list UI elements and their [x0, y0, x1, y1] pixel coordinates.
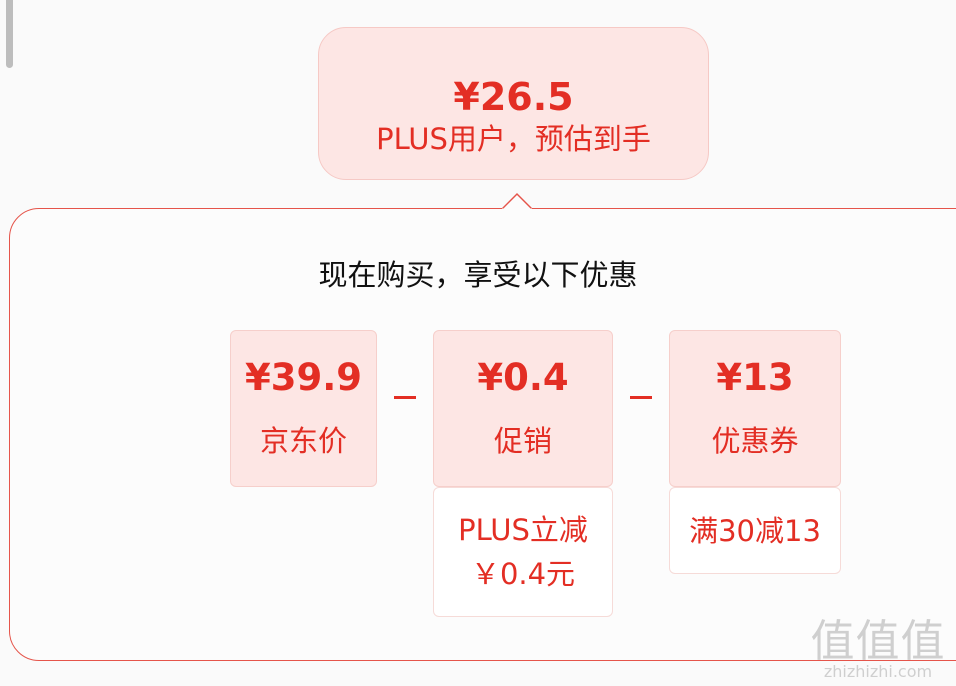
- minus-sign: [394, 396, 416, 399]
- estimated-price-label: PLUS用户，预估到手: [376, 122, 651, 156]
- jd-price-card: ¥39.9 京东价: [230, 330, 377, 487]
- coupon-card: ¥13 优惠券: [669, 330, 841, 487]
- scrollbar[interactable]: [6, 0, 13, 68]
- promo-detail-line1: PLUS立减: [458, 513, 588, 547]
- coupon-label: 优惠券: [711, 424, 799, 458]
- minus-sign: [630, 396, 652, 399]
- jd-price-amount: ¥39.9: [244, 356, 363, 399]
- panel-title: 现在购买，享受以下优惠: [318, 258, 638, 292]
- promo-detail: PLUS立减 ￥0.4元: [433, 487, 613, 617]
- coupon-detail: 满30减13: [669, 487, 841, 574]
- promo-card: ¥0.4 促销: [433, 330, 613, 487]
- promo-label: 促销: [493, 424, 552, 458]
- bubble-pointer: [502, 192, 532, 210]
- jd-price-label: 京东价: [259, 424, 347, 458]
- watermark-logo: 值值值: [810, 616, 946, 667]
- coupon-detail-text: 满30减13: [689, 514, 821, 548]
- promo-detail-line2: ￥0.4元: [470, 557, 576, 591]
- coupon-amount: ¥13: [716, 356, 794, 399]
- estimated-price-bubble: ¥26.5 PLUS用户，预估到手: [318, 27, 709, 180]
- watermark-domain: zhizhizhi.com: [823, 662, 933, 681]
- estimated-price: ¥26.5: [453, 75, 574, 119]
- promo-amount: ¥0.4: [477, 356, 569, 399]
- site-watermark: 值值值 zhizhizhi.com: [808, 620, 948, 680]
